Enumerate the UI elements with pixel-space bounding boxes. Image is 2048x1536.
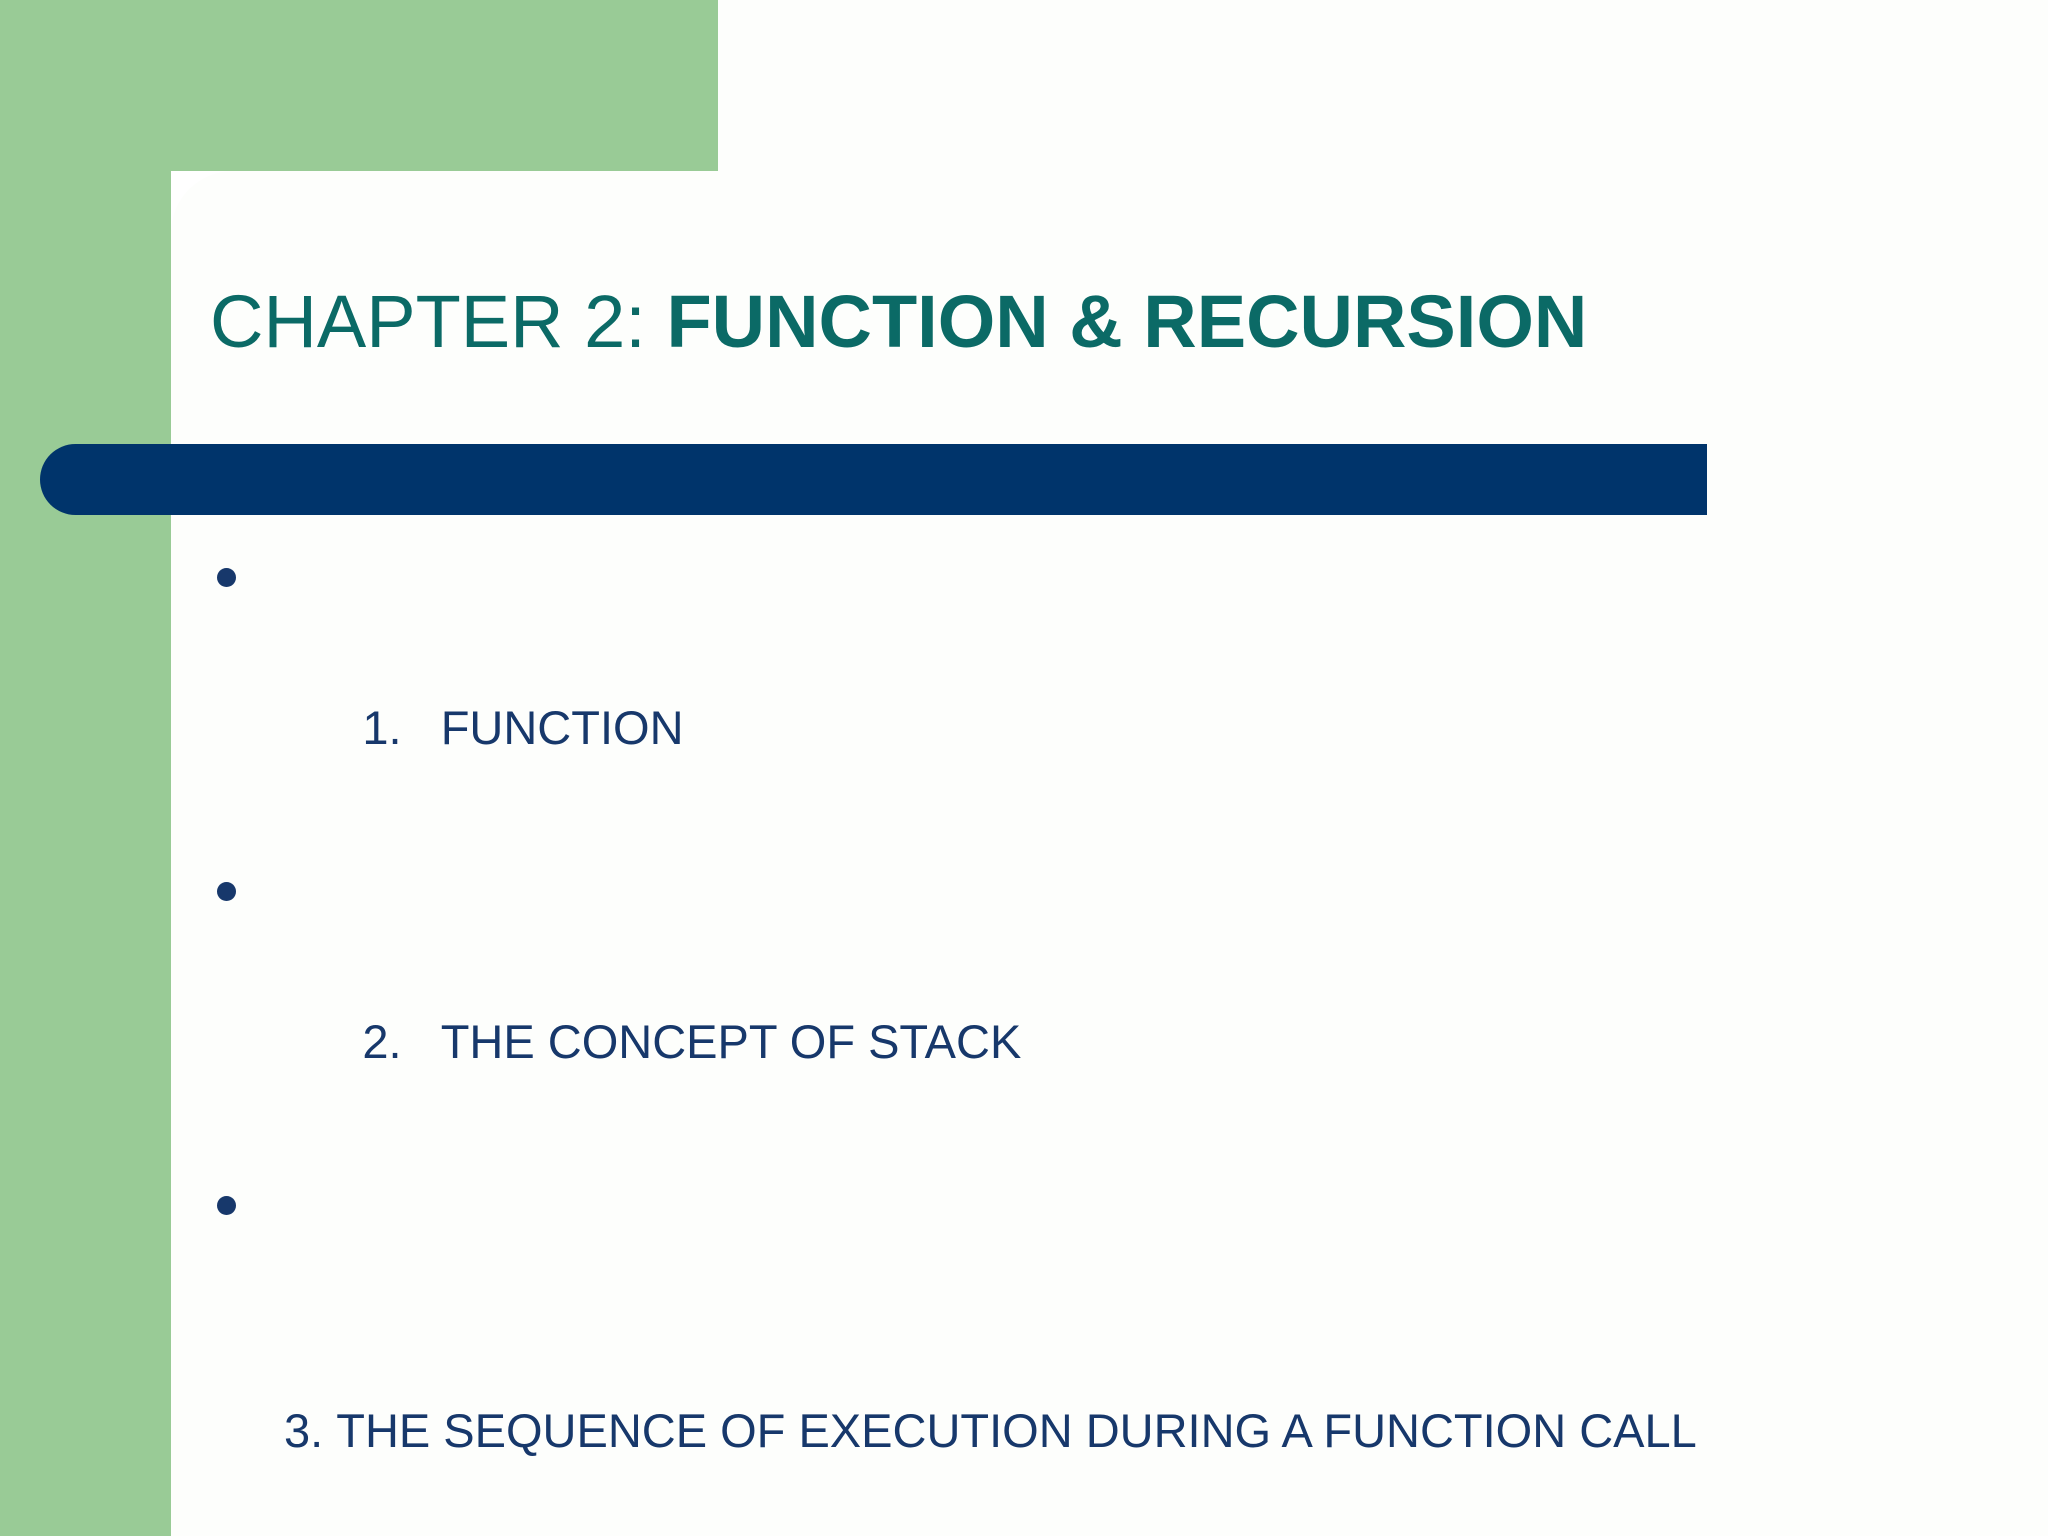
list-item: 1. FUNCTION	[196, 540, 1896, 840]
green-left-strip	[0, 0, 171, 1536]
list-item-label: 2. THE CONCEPT OF STACK	[362, 1015, 1022, 1068]
green-top-block	[0, 0, 718, 171]
bullet-dot-icon	[217, 568, 236, 587]
slide-title: CHAPTER 2: FUNCTION & RECURSION	[210, 278, 2010, 366]
white-content-panel	[171, 171, 2048, 1536]
bullet-dot-icon	[217, 1196, 236, 1215]
agenda-list: 1. FUNCTION 2. THE CONCEPT OF STACK 3. T…	[196, 540, 1896, 1536]
list-item-label: 3. THE SEQUENCE OF EXECUTION DURING A FU…	[284, 1404, 1697, 1457]
white-panel-top-right	[718, 0, 2048, 172]
slide-title-prefix: CHAPTER 2:	[210, 279, 667, 363]
title-underline-bar	[40, 444, 1707, 515]
list-item: 2. THE CONCEPT OF STACK	[196, 854, 1896, 1154]
list-item-label: 1. FUNCTION	[362, 701, 684, 754]
list-item: 3. THE SEQUENCE OF EXECUTION DURING A FU…	[196, 1168, 1896, 1536]
slide-title-emphasis: FUNCTION & RECURSION	[666, 279, 1588, 363]
bullet-dot-icon	[217, 882, 236, 901]
